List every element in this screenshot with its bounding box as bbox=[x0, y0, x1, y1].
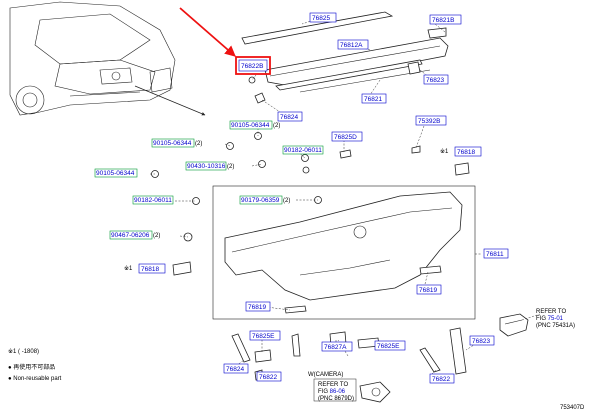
label-76822-left[interactable]: 76822 bbox=[256, 371, 282, 382]
svg-text:76818: 76818 bbox=[457, 149, 475, 156]
svg-text:76812A: 76812A bbox=[340, 42, 363, 49]
svg-text:76823: 76823 bbox=[472, 338, 490, 345]
svg-text:FIG 75-01: FIG 75-01 bbox=[536, 316, 564, 322]
label-76823-top[interactable]: 76823 bbox=[423, 74, 449, 85]
svg-text:※1: ※1 bbox=[124, 265, 133, 272]
svg-text:(2): (2) bbox=[227, 164, 234, 170]
svg-text:75392B: 75392B bbox=[418, 118, 440, 125]
svg-text:(2): (2) bbox=[195, 141, 202, 147]
svg-text:76821: 76821 bbox=[364, 96, 382, 103]
svg-text:W(CAMERA): W(CAMERA) bbox=[308, 372, 343, 378]
svg-text:90430-10316: 90430-10316 bbox=[187, 163, 226, 170]
standard-part-labels: 90105-06344 (2) 90105-06344 (2) 90182-06… bbox=[94, 120, 324, 240]
svg-text:76824: 76824 bbox=[226, 366, 244, 373]
svg-text:(2): (2) bbox=[273, 123, 280, 129]
svg-text:REFER TO: REFER TO bbox=[318, 382, 348, 388]
svg-text:76819: 76819 bbox=[248, 304, 266, 311]
label-90467-06206[interactable]: 90467-06206 (2) bbox=[109, 230, 160, 240]
label-76825[interactable]: 76825 bbox=[309, 12, 337, 23]
svg-text:90105-06344: 90105-06344 bbox=[231, 122, 270, 129]
svg-text:(2): (2) bbox=[283, 198, 290, 204]
svg-text:90179-06359: 90179-06359 bbox=[241, 197, 280, 204]
label-90105-06344-left[interactable]: 90105-06344 (2) bbox=[151, 138, 202, 148]
vehicle-rear-illustration bbox=[9, 1, 206, 116]
label-90105-06344-top[interactable]: 90105-06344 (2) bbox=[229, 120, 280, 130]
svg-text:90105-06344: 90105-06344 bbox=[153, 140, 192, 147]
label-76821B[interactable]: 76821B bbox=[429, 14, 462, 25]
svg-text:90467-06206: 90467-06206 bbox=[111, 232, 150, 239]
label-76825D[interactable]: 76825D bbox=[331, 131, 363, 142]
svg-text:76825E: 76825E bbox=[377, 343, 400, 350]
svg-text:76822B: 76822B bbox=[241, 63, 263, 70]
svg-text:76825: 76825 bbox=[312, 15, 330, 22]
svg-text:FIG 86-06: FIG 86-06 bbox=[318, 389, 346, 395]
garnish-box bbox=[212, 185, 476, 320]
label-76825E-right[interactable]: 76825E bbox=[374, 340, 406, 351]
spoiler-assembly bbox=[241, 11, 449, 93]
svg-text:(2): (2) bbox=[153, 233, 160, 239]
label-90105-06344-mid[interactable]: 90105-06344 bbox=[94, 168, 138, 178]
svg-text:76827A: 76827A bbox=[324, 344, 347, 351]
link-fig-75-01[interactable]: 75-01 bbox=[548, 316, 564, 322]
label-90430-10316[interactable]: 90430-10316 (2) bbox=[185, 161, 234, 171]
svg-text:(PNC 75431A): (PNC 75431A) bbox=[536, 323, 575, 329]
svg-text:(PNC 8679D): (PNC 8679D) bbox=[318, 396, 354, 402]
label-76822B[interactable]: 76822B bbox=[238, 59, 268, 72]
label-76827A[interactable]: 76827A bbox=[321, 341, 353, 352]
svg-text:90182-06011: 90182-06011 bbox=[134, 197, 172, 204]
label-76819-right[interactable]: 76819 bbox=[416, 284, 442, 295]
highlight-box bbox=[235, 56, 271, 75]
label-90179-06359[interactable]: 90179-06359 (2) bbox=[239, 195, 290, 205]
footnotes: ※1 ( -1808) ● 再使用不可部品 ● Non-reusable par… bbox=[8, 348, 62, 382]
label-76818-right[interactable]: ※1 76818 bbox=[440, 146, 482, 157]
svg-text:76822: 76822 bbox=[259, 374, 277, 381]
svg-text:76823: 76823 bbox=[426, 77, 444, 84]
svg-text:※1 ( -1808): ※1 ( -1808) bbox=[8, 348, 39, 355]
callout-arrow bbox=[179, 7, 236, 57]
part-number-labels: 76825 76821B 76822B 76812A 76823 76821 7… bbox=[124, 12, 509, 384]
label-90182-06011-left[interactable]: 90182-06011 bbox=[132, 195, 174, 205]
label-90182-06011-mid[interactable]: 90182-06011 bbox=[282, 145, 324, 155]
link-fig-86-06[interactable]: 86-06 bbox=[330, 389, 346, 395]
svg-text:90182-06011: 90182-06011 bbox=[284, 147, 322, 154]
svg-text:76819: 76819 bbox=[419, 287, 437, 294]
svg-text:REFER TO: REFER TO bbox=[536, 309, 566, 315]
label-76818-left[interactable]: ※1 76818 bbox=[124, 263, 166, 274]
svg-text:76818: 76818 bbox=[141, 266, 159, 273]
svg-text:76825D: 76825D bbox=[334, 134, 357, 141]
svg-text:90105-06344: 90105-06344 bbox=[96, 170, 135, 177]
svg-text:76825E: 76825E bbox=[252, 333, 275, 340]
refer-emblem: REFER TO FIG 75-01 (PNC 75431A) bbox=[536, 309, 575, 329]
label-76822-right[interactable]: 76822 bbox=[429, 373, 455, 384]
svg-text:● Non-reusable part: ● Non-reusable part bbox=[8, 376, 62, 382]
fasteners bbox=[151, 76, 470, 276]
label-76825E-left[interactable]: 76825E bbox=[249, 330, 281, 341]
svg-text:76811: 76811 bbox=[486, 251, 504, 258]
label-76819-left[interactable]: 76819 bbox=[245, 301, 271, 312]
label-75392B[interactable]: 75392B bbox=[415, 115, 447, 126]
svg-text:76821B: 76821B bbox=[432, 17, 454, 24]
svg-text:76824: 76824 bbox=[280, 114, 298, 121]
bottom-parts bbox=[231, 313, 541, 403]
svg-text:76822: 76822 bbox=[432, 376, 450, 383]
label-76823-bottom[interactable]: 76823 bbox=[469, 335, 495, 346]
figure-id: 753407D bbox=[560, 405, 585, 411]
svg-text:※1: ※1 bbox=[440, 148, 449, 155]
label-76824-top[interactable]: 76824 bbox=[277, 111, 303, 122]
refer-camera: W(CAMERA) REFER TO FIG 86-06 (PNC 8679D) bbox=[308, 372, 357, 402]
label-76824-bottom[interactable]: 76824 bbox=[223, 363, 249, 374]
label-76811[interactable]: 76811 bbox=[483, 248, 509, 259]
svg-text:● 再使用不可部品: ● 再使用不可部品 bbox=[8, 363, 55, 371]
label-76821[interactable]: 76821 bbox=[361, 93, 387, 104]
label-76812A[interactable]: 76812A bbox=[337, 39, 369, 50]
